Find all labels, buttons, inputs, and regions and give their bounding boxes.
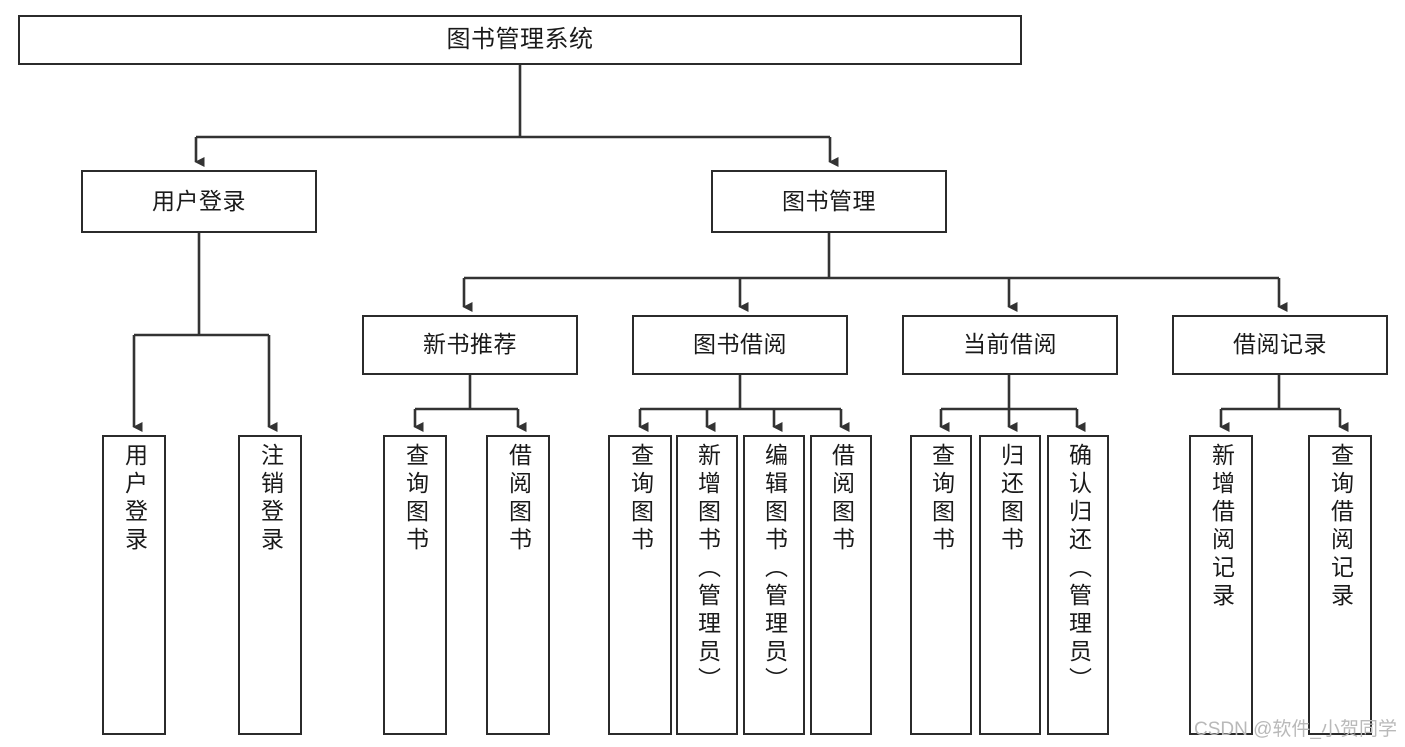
node-label: 注销登录: [257, 443, 284, 555]
leaf-borrow-book-recommend[interactable]: 借阅图书: [486, 435, 550, 735]
leaf-confirm-return-admin[interactable]: 确认归还（管理员）: [1047, 435, 1109, 735]
leaf-add-book-admin[interactable]: 新增图书（管理员）: [676, 435, 738, 735]
node-current-borrowing[interactable]: 当前借阅: [902, 315, 1118, 375]
node-label: 用户登录: [152, 187, 246, 214]
node-label: 新增借阅记录: [1208, 443, 1235, 611]
node-label: 确认归还（管理员）: [1065, 443, 1092, 695]
node-label: 查询图书: [928, 443, 955, 555]
node-label: 查询借阅记录: [1327, 443, 1354, 611]
node-borrowing-records[interactable]: 借阅记录: [1172, 315, 1388, 375]
node-root-book-management-system[interactable]: 图书管理系统: [18, 15, 1022, 65]
node-user-login[interactable]: 用户登录: [81, 170, 317, 233]
node-label: 借阅图书: [505, 443, 532, 555]
leaf-edit-book-admin[interactable]: 编辑图书（管理员）: [743, 435, 805, 735]
leaf-query-book-borrow[interactable]: 查询图书: [608, 435, 672, 735]
node-label: 新增图书（管理员）: [694, 443, 721, 695]
leaf-logout[interactable]: 注销登录: [238, 435, 302, 735]
node-label: 图书借阅: [693, 331, 787, 358]
leaf-query-book-recommend[interactable]: 查询图书: [383, 435, 447, 735]
node-book-management[interactable]: 图书管理: [711, 170, 947, 233]
node-label: 编辑图书（管理员）: [761, 443, 788, 695]
node-label: 图书管理: [782, 187, 876, 214]
node-label: 用户登录: [121, 443, 148, 555]
node-label: 借阅记录: [1233, 331, 1327, 358]
watermark: CSDN @软件_小贺同学: [1194, 719, 1397, 740]
leaf-add-borrow-record[interactable]: 新增借阅记录: [1189, 435, 1253, 735]
node-label: 归还图书: [997, 443, 1024, 555]
node-book-borrowing[interactable]: 图书借阅: [632, 315, 848, 375]
node-label: 新书推荐: [423, 331, 517, 358]
leaf-borrow-book[interactable]: 借阅图书: [810, 435, 872, 735]
leaf-query-book-current[interactable]: 查询图书: [910, 435, 972, 735]
node-label: 查询图书: [402, 443, 429, 555]
node-label: 图书管理系统: [446, 25, 594, 53]
node-label: 查询图书: [627, 443, 654, 555]
leaf-user-login[interactable]: 用户登录: [102, 435, 166, 735]
node-label: 当前借阅: [963, 331, 1057, 358]
node-label: 借阅图书: [828, 443, 855, 555]
leaf-return-book[interactable]: 归还图书: [979, 435, 1041, 735]
node-new-book-recommendation[interactable]: 新书推荐: [362, 315, 578, 375]
leaf-query-borrow-record[interactable]: 查询借阅记录: [1308, 435, 1372, 735]
